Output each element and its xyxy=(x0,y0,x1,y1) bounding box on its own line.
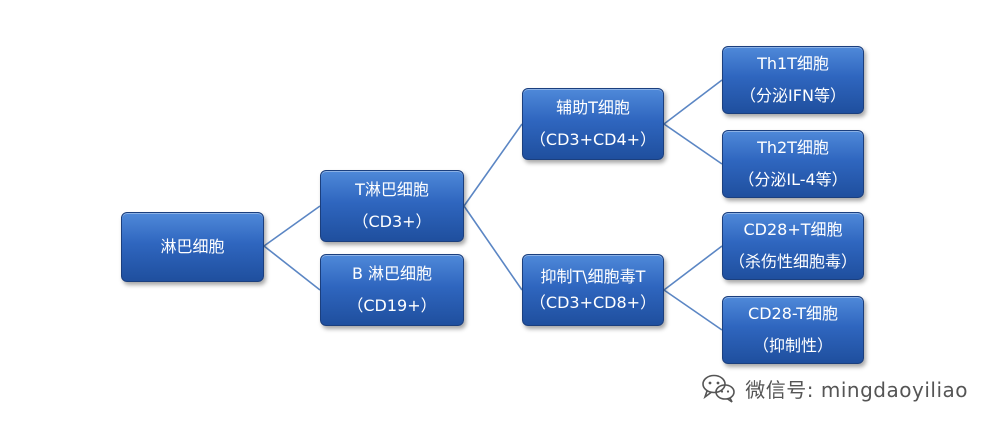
node-helper-t-cell-line2: （CD3+CD4+） xyxy=(529,130,657,149)
node-th2-t-cell: Th2T细胞 （分泌IL-4等） xyxy=(722,130,864,198)
node-suppressor-cytotoxic-t-cell-line2: （CD3+CD8+） xyxy=(529,293,657,312)
wechat-icon xyxy=(702,374,736,403)
node-cd28-positive-t-cell-line1: CD28+T细胞 xyxy=(743,220,843,239)
connector-helper-th1 xyxy=(663,79,723,125)
connector-suppressor-cd28pos xyxy=(663,245,723,291)
node-t-lymphocyte: T淋巴细胞 （CD3+） xyxy=(320,170,464,242)
watermark: 微信号: mingdaoyiliao xyxy=(701,373,968,403)
node-cd28-negative-t-cell: CD28-T细胞 （抑制性） xyxy=(722,296,864,364)
connector-t-helper xyxy=(463,123,523,207)
node-th1-t-cell-line2: （分泌IFN等） xyxy=(740,86,846,105)
node-th2-t-cell-line2: （分泌IL-4等） xyxy=(738,170,848,189)
node-suppressor-cytotoxic-t-cell: 抑制T\细胞毒T （CD3+CD8+） xyxy=(522,254,664,326)
node-cd28-negative-t-cell-line1: CD28-T细胞 xyxy=(748,304,838,323)
node-th2-t-cell-line1: Th2T细胞 xyxy=(757,138,829,157)
node-cd28-negative-t-cell-line2: （抑制性） xyxy=(752,336,833,355)
node-lymphocyte-label: 淋巴细胞 xyxy=(160,237,225,256)
node-helper-t-cell: 辅助T细胞 （CD3+CD4+） xyxy=(522,88,664,160)
node-th1-t-cell-line1: Th1T细胞 xyxy=(757,54,829,73)
node-suppressor-cytotoxic-t-cell-line1: 抑制T\细胞毒T xyxy=(540,267,646,286)
connector-lymphocyte-b xyxy=(263,245,321,291)
node-t-lymphocyte-line1: T淋巴细胞 xyxy=(355,180,429,199)
node-b-lymphocyte: B 淋巴细胞 （CD19+） xyxy=(320,254,464,326)
node-cd28-positive-t-cell: CD28+T细胞 （杀伤性细胞毒） xyxy=(722,212,864,280)
node-lymphocyte: 淋巴细胞 xyxy=(121,212,264,282)
connector-suppressor-cd28neg xyxy=(663,289,723,331)
connector-t-suppressor xyxy=(463,205,523,291)
connector-helper-th2 xyxy=(663,123,723,165)
connector-lymphocyte-t xyxy=(263,205,321,247)
node-b-lymphocyte-line1: B 淋巴细胞 xyxy=(351,264,433,283)
node-t-lymphocyte-line2: （CD3+） xyxy=(352,212,432,231)
node-th1-t-cell: Th1T细胞 （分泌IFN等） xyxy=(722,46,864,114)
node-cd28-positive-t-cell-line2: （杀伤性细胞毒） xyxy=(728,252,857,271)
node-b-lymphocyte-line2: （CD19+） xyxy=(347,296,437,315)
watermark-text: 微信号: mingdaoyiliao xyxy=(745,377,968,402)
node-helper-t-cell-line1: 辅助T细胞 xyxy=(556,98,630,117)
